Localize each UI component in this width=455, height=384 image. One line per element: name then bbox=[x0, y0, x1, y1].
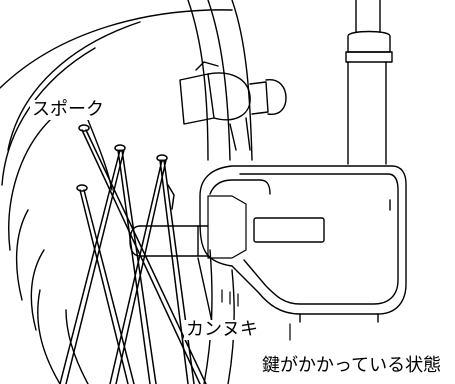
bolt bbox=[129, 225, 209, 257]
caption: 鍵がかかっている状態 bbox=[262, 355, 442, 376]
spokes bbox=[59, 124, 207, 384]
hatch-marks bbox=[221, 289, 291, 341]
brake-assembly bbox=[179, 61, 287, 151]
spoke-leader-line bbox=[87, 119, 113, 191]
cable bbox=[345, 0, 393, 165]
lock-body bbox=[199, 165, 407, 323]
bolt-leader-line bbox=[197, 257, 213, 323]
bolt-label: カンヌキ bbox=[184, 319, 260, 340]
spoke-label: スポーク bbox=[30, 99, 106, 120]
